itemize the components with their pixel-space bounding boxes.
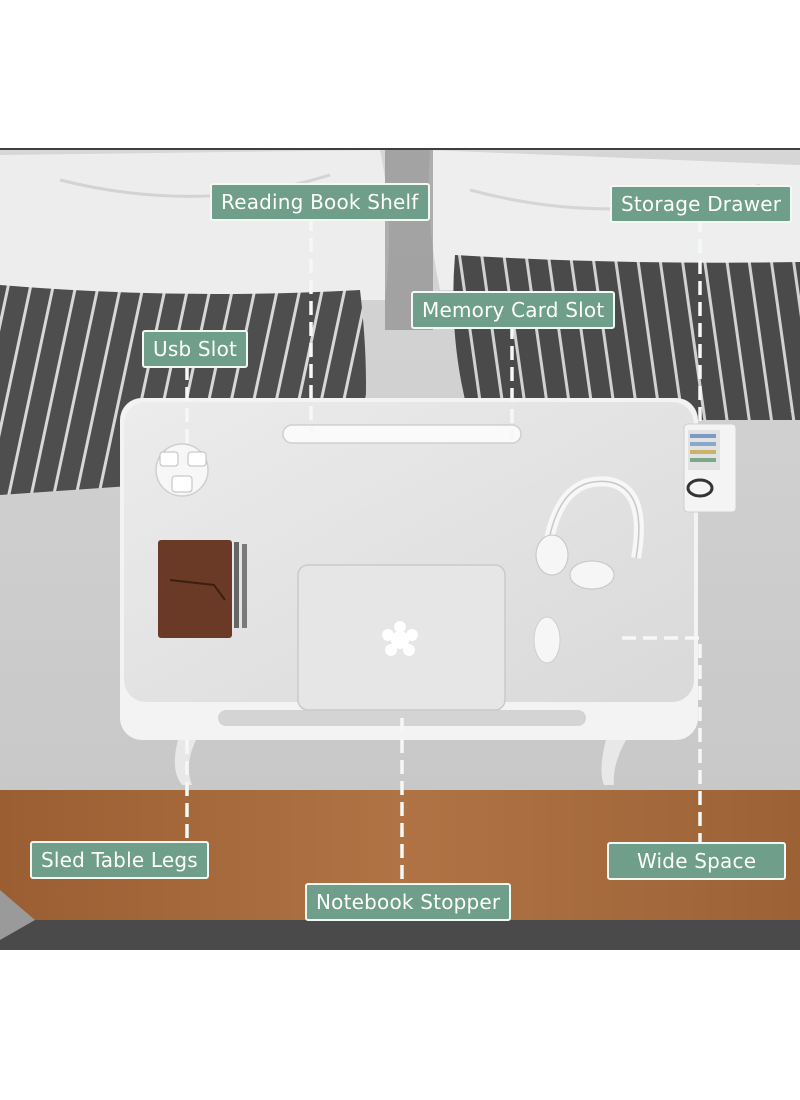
- callout-usb-slot: Usb Slot: [142, 330, 249, 368]
- callout-sled-table-legs: Sled Table Legs: [30, 841, 209, 879]
- callout-memory-card-slot: Memory Card Slot: [411, 291, 616, 329]
- callout-wide-space: Wide Space: [607, 842, 787, 880]
- callout-notebook-stopper: Notebook Stopper: [305, 883, 512, 921]
- callout-reading-book-shelf: Reading Book Shelf: [210, 183, 430, 221]
- callout-storage-drawer: Storage Drawer: [610, 185, 793, 223]
